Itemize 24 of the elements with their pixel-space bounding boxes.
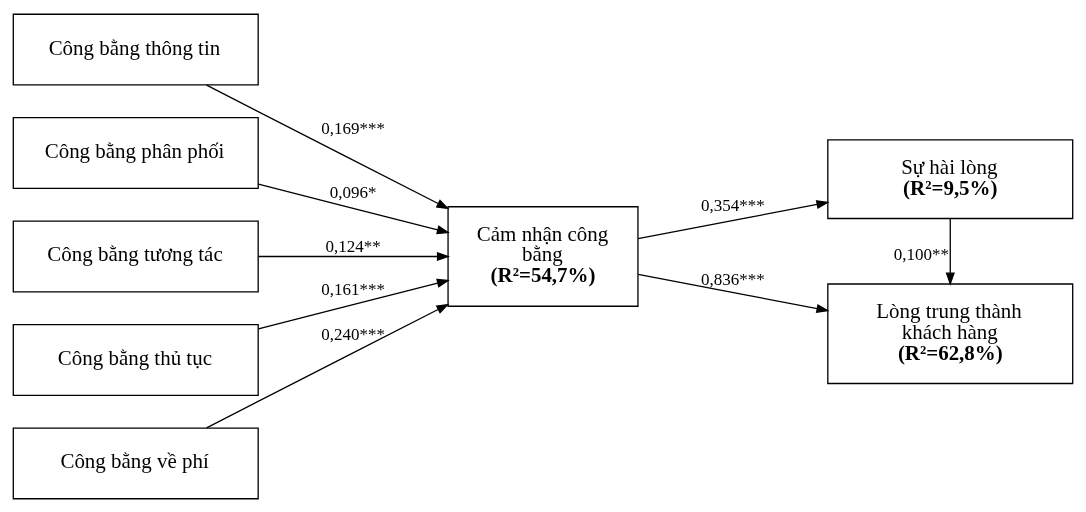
edge-label: 0,100** bbox=[893, 244, 950, 264]
edge-label: 0,240*** bbox=[321, 324, 386, 344]
edge-label: 0,836*** bbox=[700, 269, 765, 289]
edge-label: 0,354*** bbox=[700, 195, 765, 215]
arrow bbox=[257, 251, 450, 261]
node-box: Công bằng thủ tục bbox=[12, 323, 259, 396]
arrow bbox=[637, 273, 830, 313]
node-box: Công bằng thông tin bbox=[12, 13, 259, 86]
arrow bbox=[637, 199, 830, 239]
arrow bbox=[257, 278, 450, 330]
node-box: Công bằng phân phối bbox=[12, 116, 259, 189]
arrow bbox=[257, 182, 450, 234]
edge-label: 0,169*** bbox=[321, 118, 386, 138]
arrow bbox=[205, 84, 450, 209]
edge-label: 0,096* bbox=[329, 182, 377, 202]
node-box: Lòng trung thành khách hàng (R²=62,8%) bbox=[827, 282, 1074, 384]
node-box: Sự hài lòng (R²=9,5%) bbox=[827, 138, 1074, 219]
node-box: Cảm nhận công bằng (R²=54,7%) bbox=[447, 205, 639, 307]
arrow bbox=[945, 217, 955, 286]
node-box: Công bằng tương tác bbox=[12, 220, 259, 292]
arrow bbox=[205, 303, 450, 428]
node-box: Công bằng về phí bbox=[12, 426, 259, 499]
edge-label: 0,161*** bbox=[321, 279, 386, 299]
edge-label: 0,124** bbox=[325, 236, 381, 256]
